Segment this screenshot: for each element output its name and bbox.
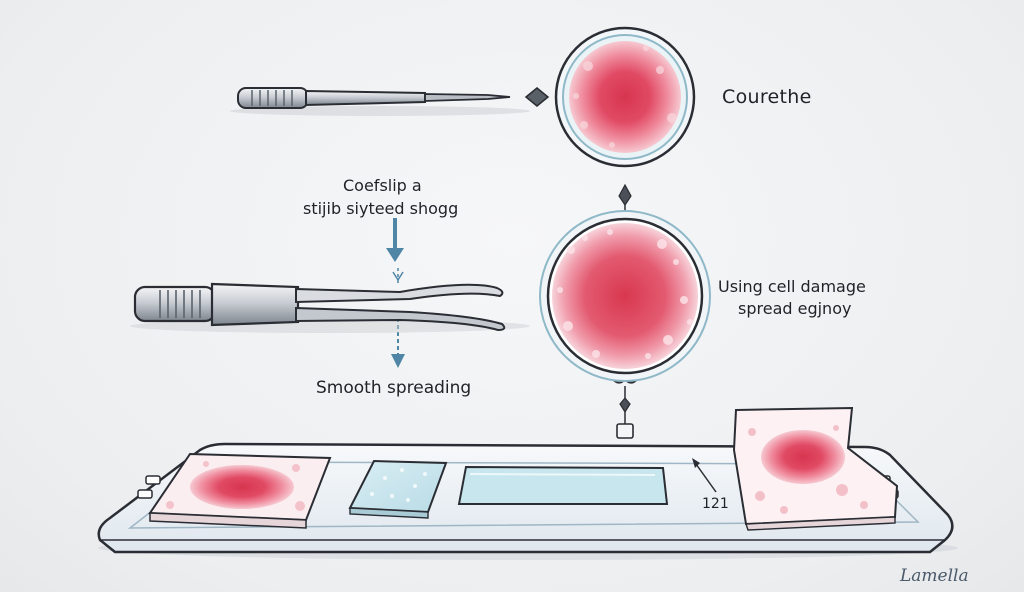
artist-signature: Lamella [900,566,969,586]
coverslip-label-line-2: stijib siyteed shogg [303,199,459,218]
coverslip-icon [348,459,448,519]
cell-damage-label-line-2: spread egjnoy [738,299,852,318]
curette-label: Courethe [722,86,812,108]
arrow-icon [386,218,405,368]
tissue-sample-slide-tilted-icon [732,406,899,531]
coverslip-label-line-1: Coefslip a [343,176,422,195]
glass-slide-icon [457,465,669,505]
tissue-sample-slide-icon [148,452,332,529]
arrow-icon [692,458,717,493]
count-label: 121 [702,496,729,512]
forceps-icon [130,282,530,333]
petri-dish-large-icon [539,210,711,382]
smooth-spreading-label: Smooth spreading [316,378,472,398]
petri-dish-icon [554,26,696,168]
cell-damage-label-line-1: Using cell damage [718,277,866,296]
curette-icon [230,87,550,116]
